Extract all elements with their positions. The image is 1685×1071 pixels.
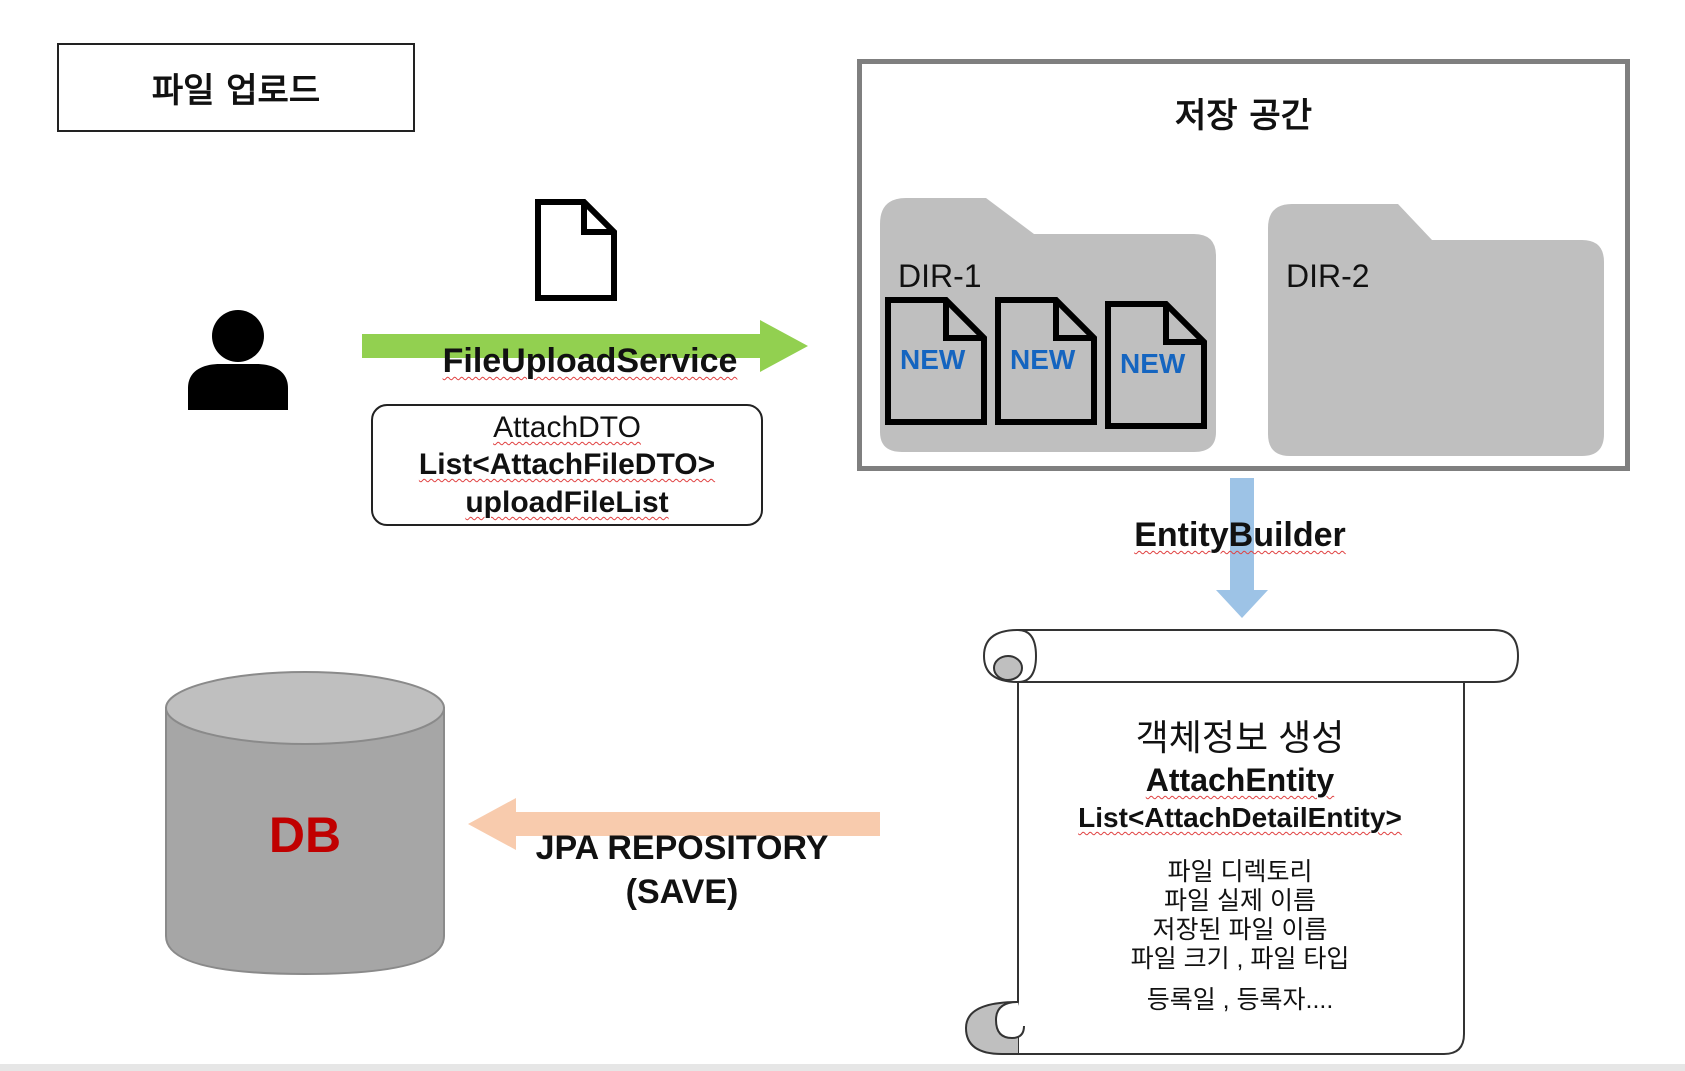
dto-name: AttachDTO: [493, 411, 641, 444]
file-icon: [885, 297, 987, 425]
scroll-icon: [964, 629, 1520, 1055]
dto-list-type: List<AttachFileDTO>: [418, 448, 716, 481]
folder-icon: [1268, 204, 1604, 456]
save-arrow: [468, 798, 880, 850]
file-upload-service-label: FileUploadService: [442, 342, 738, 380]
repository-line2: (SAVE): [625, 873, 739, 911]
scroll-detail-1: 파일 디렉토리: [1167, 858, 1313, 886]
scroll-detail-3: 저장된 파일 이름: [1152, 916, 1328, 944]
scroll-detail-4: 파일 크기 , 파일 타입: [1130, 945, 1350, 973]
repository-line1: JPA REPOSITORY: [535, 829, 829, 867]
builder-arrow: [1216, 478, 1268, 618]
bottom-bar: [0, 1064, 1685, 1071]
document-icon: [535, 199, 617, 301]
entity-list-type: List<AttachDetailEntity>: [1078, 802, 1402, 833]
new-label: NEW: [1120, 348, 1186, 379]
dto-box: AttachDTO List<AttachFileDTO> uploadFile…: [371, 404, 763, 526]
new-label: NEW: [1010, 344, 1076, 375]
file-icon: [995, 297, 1097, 425]
page-title: 파일 업로드: [57, 43, 415, 132]
new-label: NEW: [900, 344, 966, 375]
file-icon: [1105, 301, 1207, 429]
entity-name: AttachEntity: [1145, 762, 1335, 798]
dto-field-name: uploadFileList: [465, 486, 669, 519]
storage-box: [857, 59, 1630, 471]
dir1-label: DIR-1: [898, 258, 982, 294]
repository-label: JPA REPOSITORY (SAVE): [500, 826, 864, 914]
scroll-detail-2: 파일 실제 이름: [1164, 887, 1316, 915]
storage-title: 저장 공간: [1175, 96, 1312, 136]
db-label: DB: [268, 807, 342, 863]
person-icon: [188, 310, 288, 410]
dir2-label: DIR-2: [1286, 258, 1370, 294]
scroll-content: 객체정보 생성 AttachEntity List<AttachDetailEn…: [1030, 716, 1450, 1015]
scroll-heading: 객체정보 생성: [1135, 717, 1345, 758]
entity-builder-label: EntityBuilder: [1134, 516, 1346, 554]
scroll-footer: 등록일 , 등록자....: [1146, 986, 1334, 1014]
upload-arrow: [362, 320, 808, 372]
database-icon: [165, 671, 445, 976]
